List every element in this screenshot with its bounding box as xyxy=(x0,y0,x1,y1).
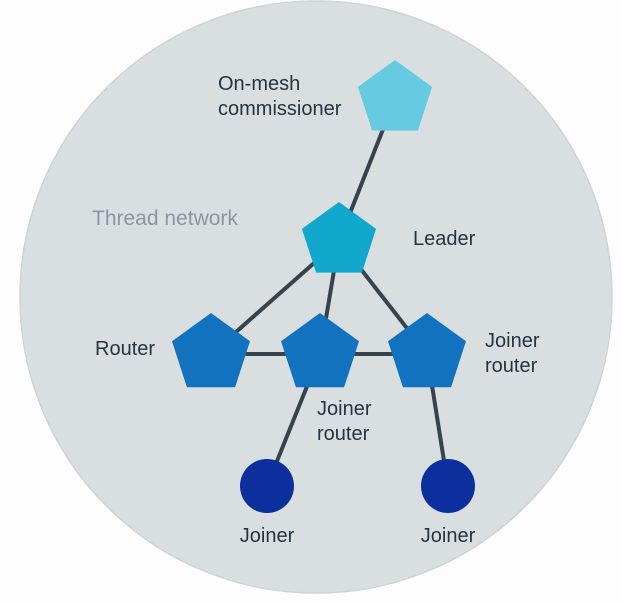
label-commissioner-line-2: commissioner xyxy=(218,98,342,120)
thread-network-label: Thread network xyxy=(92,207,238,230)
node-joiner-router-mid xyxy=(281,313,359,388)
node-leader xyxy=(301,202,377,273)
label-joiner-router-right-line-2: router xyxy=(485,355,538,377)
label-joiner-right: Joiner xyxy=(421,525,476,547)
label-joiner-left: Joiner xyxy=(240,525,295,547)
node-router-left xyxy=(172,313,250,388)
label-joiner-router-right-line-1: Joiner xyxy=(485,330,540,352)
label-router-left-line-1: Router xyxy=(95,338,155,360)
node-commissioner xyxy=(357,60,433,131)
node-joiner-left xyxy=(240,459,294,513)
label-joiner-left-line-1: Joiner xyxy=(240,525,295,547)
label-joiner-router-mid: Joiner router xyxy=(317,398,372,445)
node-joiner-right xyxy=(421,459,475,513)
label-joiner-right-line-1: Joiner xyxy=(421,525,476,547)
label-joiner-router-mid-line-1: Joiner xyxy=(317,398,372,420)
label-commissioner: On-mesh commissioner xyxy=(218,73,342,120)
label-commissioner-line-1: On-mesh xyxy=(218,73,300,95)
node-joiner-router-right xyxy=(388,313,466,388)
label-router-left: Router xyxy=(95,338,155,360)
label-joiner-router-right: Joiner router xyxy=(485,330,540,377)
thread-network-boundary-circle xyxy=(19,0,613,594)
label-leader: Leader xyxy=(413,228,476,250)
label-joiner-router-mid-line-2: router xyxy=(317,423,370,445)
label-leader-line-1: Leader xyxy=(413,228,476,250)
